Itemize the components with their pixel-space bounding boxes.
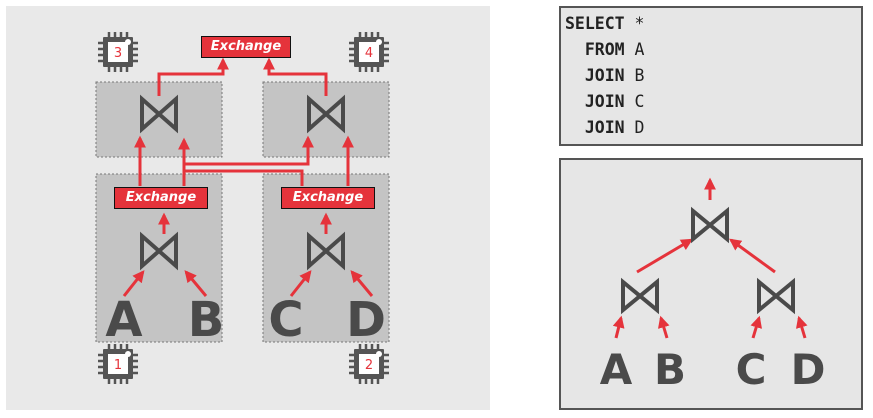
flow-arrow — [658, 315, 670, 339]
sql-argument: C — [624, 92, 645, 111]
cpu-core-icon: 2 — [347, 342, 391, 386]
flow-arrow — [750, 315, 762, 339]
flow-arrow — [796, 315, 808, 339]
sql-line: JOIN C — [565, 92, 645, 112]
cpu-core-icon: 4 — [347, 30, 391, 74]
parallel-plan-panel: A B C D 3 4 1 2 Exchange Exchange Exchan… — [6, 6, 490, 410]
query-plan-tree-box: A B C D — [559, 158, 863, 410]
sql-argument: * — [624, 14, 645, 33]
table-c-label: C — [736, 345, 767, 394]
table-b-label: B — [188, 292, 225, 348]
sql-keyword: JOIN — [565, 66, 625, 85]
table-d-label: D — [791, 345, 826, 394]
svg-text:1: 1 — [114, 358, 122, 373]
exchange-operator-top: Exchange — [201, 36, 291, 58]
table-a-label: A — [105, 292, 142, 348]
sql-query-box: SELECT * FROM A JOIN B JOIN C JOIN D — [559, 6, 863, 146]
flow-arrow — [122, 270, 145, 297]
flow-arrow — [289, 270, 312, 297]
table-b-label: B — [654, 345, 686, 394]
sql-line: SELECT * — [565, 14, 644, 34]
svg-text:2: 2 — [365, 358, 373, 373]
flow-arrow — [350, 270, 374, 297]
sql-argument: B — [624, 66, 645, 85]
flow-arrow — [178, 137, 304, 186]
table-d-label: D — [346, 292, 386, 348]
flow-arrow — [612, 315, 625, 339]
join-icon — [757, 277, 795, 315]
cpu-core-icon: 1 — [96, 342, 140, 386]
exchange-operator-right: Exchange — [281, 187, 375, 209]
flow-arrow — [636, 238, 694, 274]
table-a-label: A — [600, 345, 633, 394]
sql-keyword: JOIN — [565, 118, 625, 137]
exchange-operator-left: Exchange — [114, 187, 208, 209]
cpu-core-icon: 3 — [96, 30, 140, 74]
sql-keyword: FROM — [565, 40, 625, 59]
parallel-plan-diagram: A B C D 3 4 1 2 — [95, 30, 391, 386]
svg-text:4: 4 — [365, 46, 373, 61]
flow-arrow — [184, 270, 208, 297]
sql-line: FROM A — [565, 40, 645, 60]
sql-keyword: JOIN — [565, 92, 625, 111]
sql-line: JOIN B — [565, 66, 645, 86]
sql-argument: D — [624, 118, 645, 137]
flow-arrow — [263, 57, 328, 96]
join-icon — [621, 277, 659, 315]
table-c-label: C — [268, 292, 303, 348]
flow-arrow — [729, 238, 776, 274]
svg-text:3: 3 — [114, 46, 122, 61]
flow-arrow — [157, 57, 229, 96]
join-icon — [691, 206, 729, 244]
sql-line: JOIN D — [565, 118, 645, 138]
flow-arrow — [182, 135, 314, 186]
sql-argument: A — [624, 40, 645, 59]
query-plan-tree: A B C D — [600, 177, 826, 394]
sql-keyword: SELECT — [565, 14, 625, 33]
